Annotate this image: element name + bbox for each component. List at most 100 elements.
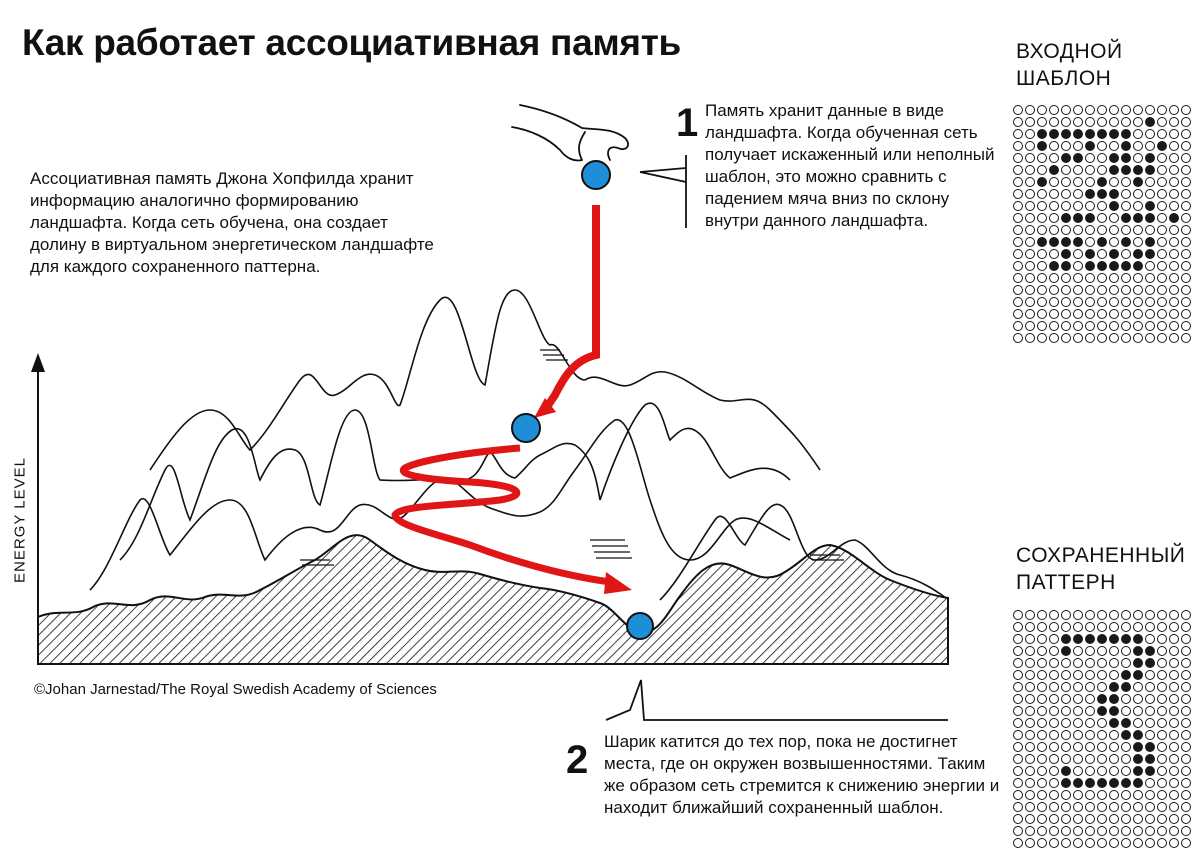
pattern-dot-empty	[1109, 309, 1119, 319]
pattern-dot-empty	[1061, 297, 1071, 307]
pattern-dot-empty	[1157, 201, 1167, 211]
pattern-dot-empty	[1169, 826, 1179, 836]
pattern-dot-empty	[1169, 646, 1179, 656]
pattern-dot-empty	[1025, 730, 1035, 740]
pattern-dot-empty	[1061, 273, 1071, 283]
pattern-dot-empty	[1181, 778, 1191, 788]
pattern-dot-empty	[1049, 658, 1059, 668]
pattern-dot-empty	[1073, 610, 1083, 620]
pattern-dot-filled	[1133, 778, 1143, 788]
pattern-dot-empty	[1169, 237, 1179, 247]
pattern-dot-empty	[1049, 682, 1059, 692]
input-pattern-grid	[1012, 104, 1192, 344]
pattern-dot-filled	[1109, 129, 1119, 139]
pattern-dot-empty	[1181, 802, 1191, 812]
pattern-dot-filled	[1145, 165, 1155, 175]
pattern-dot-empty	[1133, 682, 1143, 692]
pattern-dot-filled	[1097, 694, 1107, 704]
pattern-dot-empty	[1157, 105, 1167, 115]
pattern-dot-empty	[1145, 285, 1155, 295]
pattern-dot-empty	[1109, 141, 1119, 151]
pattern-dot-empty	[1073, 622, 1083, 632]
pattern-dot-empty	[1049, 321, 1059, 331]
pattern-dot-empty	[1037, 213, 1047, 223]
pattern-dot-empty	[1073, 802, 1083, 812]
pattern-dot-empty	[1109, 225, 1119, 235]
pattern-dot-empty	[1037, 261, 1047, 271]
pattern-dot-empty	[1121, 622, 1131, 632]
pattern-dot-empty	[1037, 646, 1047, 656]
pattern-dot-empty	[1049, 778, 1059, 788]
pattern-dot-empty	[1181, 706, 1191, 716]
pattern-dot-empty	[1169, 670, 1179, 680]
pattern-dot-empty	[1025, 610, 1035, 620]
pattern-dot-empty	[1085, 718, 1095, 728]
pattern-dot-empty	[1013, 141, 1023, 151]
pattern-dot-empty	[1085, 610, 1095, 620]
pattern-dot-empty	[1097, 225, 1107, 235]
pattern-dot-empty	[1145, 189, 1155, 199]
pattern-dot-empty	[1133, 333, 1143, 343]
pattern-dot-empty	[1157, 189, 1167, 199]
pattern-dot-empty	[1121, 694, 1131, 704]
pattern-dot-filled	[1121, 730, 1131, 740]
pattern-dot-empty	[1169, 802, 1179, 812]
pattern-dot-empty	[1037, 658, 1047, 668]
pattern-dot-empty	[1049, 646, 1059, 656]
pattern-dot-empty	[1181, 129, 1191, 139]
pattern-dot-empty	[1181, 766, 1191, 776]
pattern-dot-empty	[1025, 718, 1035, 728]
pattern-dot-empty	[1049, 189, 1059, 199]
pattern-dot-filled	[1037, 177, 1047, 187]
pattern-dot-empty	[1121, 297, 1131, 307]
pattern-dot-empty	[1025, 838, 1035, 848]
pattern-dot-empty	[1157, 610, 1167, 620]
pattern-dot-empty	[1133, 706, 1143, 716]
pattern-dot-empty	[1013, 297, 1023, 307]
pattern-dot-empty	[1025, 297, 1035, 307]
pattern-dot-empty	[1061, 814, 1071, 824]
pattern-dot-empty	[1145, 694, 1155, 704]
pattern-dot-empty	[1061, 658, 1071, 668]
pattern-dot-empty	[1133, 610, 1143, 620]
pattern-dot-filled	[1121, 718, 1131, 728]
pattern-dot-empty	[1037, 766, 1047, 776]
pattern-dot-empty	[1049, 718, 1059, 728]
pattern-dot-empty	[1037, 802, 1047, 812]
pattern-dot-filled	[1097, 129, 1107, 139]
pattern-dot-empty	[1181, 177, 1191, 187]
pattern-dot-empty	[1037, 826, 1047, 836]
pattern-dot-empty	[1181, 117, 1191, 127]
pattern-dot-empty	[1181, 321, 1191, 331]
pattern-dot-empty	[1013, 333, 1023, 343]
pattern-dot-empty	[1037, 694, 1047, 704]
pattern-dot-empty	[1061, 105, 1071, 115]
pattern-dot-empty	[1169, 285, 1179, 295]
pattern-dot-empty	[1133, 694, 1143, 704]
pattern-dot-empty	[1061, 742, 1071, 752]
pattern-dot-empty	[1109, 658, 1119, 668]
pattern-dot-empty	[1133, 153, 1143, 163]
pattern-dot-filled	[1109, 165, 1119, 175]
pattern-dot-empty	[1025, 742, 1035, 752]
pattern-dot-filled	[1121, 670, 1131, 680]
pattern-dot-empty	[1049, 838, 1059, 848]
pattern-dot-empty	[1037, 730, 1047, 740]
pattern-dot-empty	[1097, 105, 1107, 115]
pattern-dot-empty	[1013, 213, 1023, 223]
pattern-dot-empty	[1025, 201, 1035, 211]
pattern-dot-empty	[1109, 814, 1119, 824]
pattern-dot-empty	[1157, 153, 1167, 163]
pattern-dot-empty	[1025, 622, 1035, 632]
pattern-dot-empty	[1121, 309, 1131, 319]
pattern-dot-empty	[1097, 658, 1107, 668]
pattern-dot-empty	[1121, 225, 1131, 235]
pattern-dot-empty	[1013, 273, 1023, 283]
pattern-dot-empty	[1109, 646, 1119, 656]
descent-arrow-head-2	[604, 572, 632, 594]
pattern-dot-empty	[1013, 670, 1023, 680]
pattern-dot-filled	[1061, 778, 1071, 788]
pattern-dot-empty	[1037, 634, 1047, 644]
pattern-dot-empty	[1025, 261, 1035, 271]
